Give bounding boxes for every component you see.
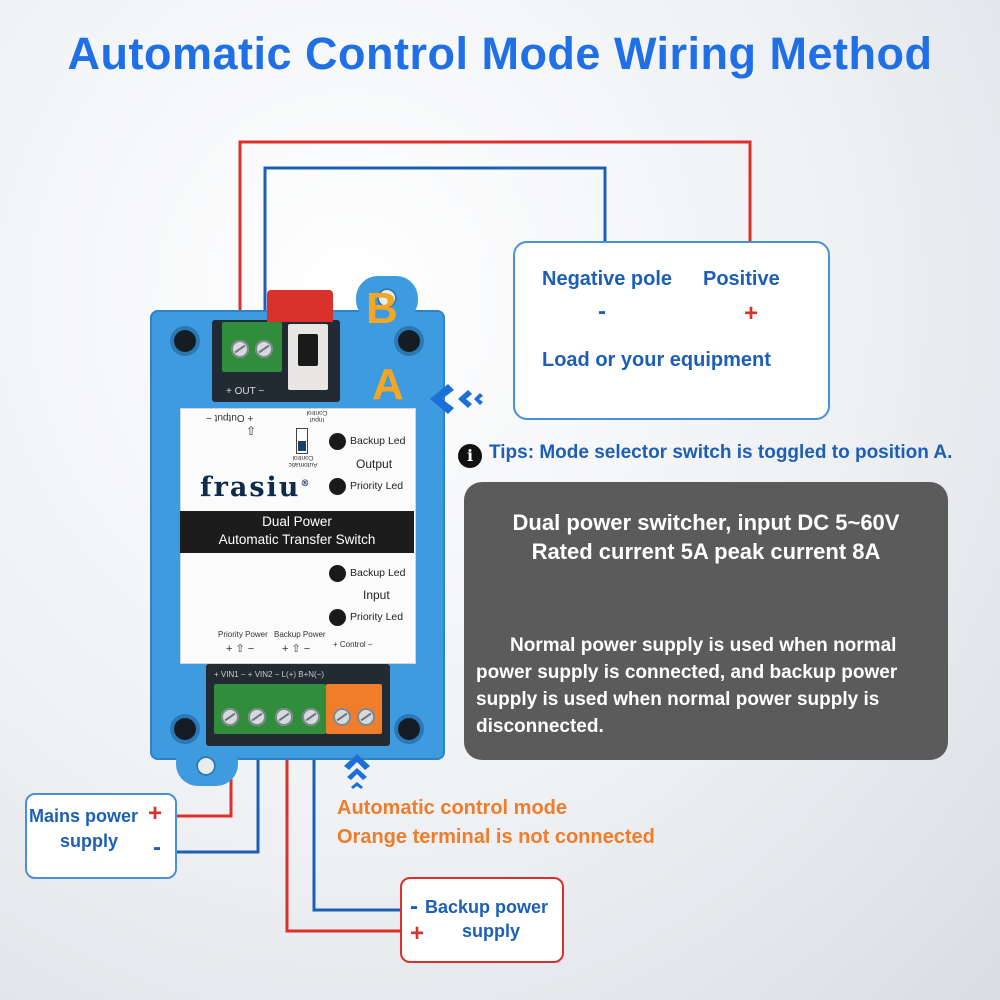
position-b-label: B (366, 284, 398, 333)
page-title: Automatic Control Mode Wiring Method (67, 28, 933, 79)
input-terminal-block[interactable] (214, 684, 326, 734)
mains-minus-sign: - (153, 834, 161, 861)
backup-power-label: Backup Power (274, 630, 326, 639)
control-label: + Control − (333, 640, 373, 649)
mount-hole (196, 756, 216, 776)
backup-label-line1: Backup power (425, 897, 549, 917)
mains-label-line1: Mains power (29, 806, 139, 826)
output-polarity-label: + Output − (206, 412, 254, 423)
backup-polarity: + ⇧ − (282, 643, 311, 655)
switch-diagram (296, 428, 308, 454)
screw-hole (174, 718, 196, 740)
double-chevron-up-icon (344, 754, 370, 789)
negative-sign: - (598, 298, 606, 325)
load-equipment-box (513, 241, 830, 420)
backup-label-line2: supply (462, 921, 521, 941)
screw-hole (398, 330, 420, 352)
backup-power-box (400, 877, 564, 963)
orange-terminal-note: Orange terminal is not connected (337, 826, 655, 848)
positive-sign: + (744, 300, 759, 327)
double-chevron-left-icon (430, 384, 483, 414)
priority-power-label: Priority Power (218, 630, 268, 639)
input-terminal-labels: + VIN1 − + VIN2 − L(+) B+N(−) (214, 670, 325, 679)
output-priority-led-label: Priority Led (350, 480, 404, 492)
switch-label-bottom: Automatic Control (288, 454, 318, 468)
spec-input-voltage: Dual power switcher, input DC 5~60V (512, 510, 900, 535)
brand-logo: frasiu® (200, 472, 310, 503)
product-name-line1: Dual Power (262, 514, 332, 529)
screw-hole (174, 330, 196, 352)
terminal-screw[interactable] (231, 340, 249, 358)
mains-power-box (25, 793, 177, 879)
output-arrow-icon: ⇧ (246, 424, 257, 438)
mount-hole (377, 288, 397, 308)
spec-description: Normal power supply is used when normal … (476, 635, 898, 737)
product-name-band: Dual Power Automatic Transfer Switch (180, 511, 414, 553)
tips-text: Tips: Mode selector switch is toggled to… (489, 442, 953, 463)
spec-current: Rated current 5A peak current 8A (531, 539, 881, 564)
mount-ear-top (356, 276, 418, 322)
control-terminal-block[interactable] (326, 684, 382, 734)
priority-polarity: + ⇧ − (226, 643, 255, 655)
info-icon: i (458, 444, 482, 468)
vin2-positive-screw[interactable] (275, 708, 293, 726)
backup-negative-wire (312, 735, 400, 912)
output-priority-led (329, 478, 346, 495)
output-backup-led-label: Backup Led (350, 435, 406, 447)
switch-lever[interactable] (298, 334, 318, 366)
backup-positive-wire (285, 735, 400, 933)
mode-selector-switch[interactable] (288, 324, 328, 390)
control-negative-screw[interactable] (357, 708, 375, 726)
input-section-label: Input (363, 588, 390, 602)
specs-box: Dual power switcher, input DC 5~60V Rate… (464, 482, 948, 760)
load-label: Load or your equipment (542, 349, 771, 371)
mains-plus-sign: + (148, 800, 163, 827)
backup-plus-sign: + (410, 920, 425, 947)
mains-negative-wire (173, 735, 260, 854)
vin1-positive-screw[interactable] (221, 708, 239, 726)
output-backup-led (329, 433, 346, 450)
input-priority-led (329, 609, 346, 626)
red-clip (267, 290, 333, 322)
vin2-negative-screw[interactable] (302, 708, 320, 726)
negative-pole-label: Negative pole (542, 268, 673, 290)
output-section-label: Output (356, 457, 393, 471)
positive-pole-label: Positive (703, 268, 780, 290)
terminal-screw[interactable] (255, 340, 273, 358)
mains-label-line2: supply (60, 831, 119, 851)
switch-label-top: Input Control (306, 409, 328, 423)
input-priority-led-label: Priority Led (350, 611, 404, 623)
position-a-label: A (372, 360, 404, 409)
output-terminal-block[interactable] (222, 322, 282, 372)
mount-ear-bottom (176, 740, 238, 786)
output-negative-wire (263, 166, 607, 325)
vin1-negative-screw[interactable] (248, 708, 266, 726)
input-backup-led-label: Backup Led (350, 567, 406, 579)
product-name-line2: Automatic Transfer Switch (218, 532, 376, 547)
automatic-mode-note: Automatic control mode (337, 797, 568, 819)
input-backup-led (329, 565, 346, 582)
screw-hole (398, 718, 420, 740)
out-terminal-label: + OUT − (226, 386, 265, 397)
control-positive-screw[interactable] (333, 708, 351, 726)
output-positive-wire (238, 140, 752, 325)
backup-minus-sign: - (410, 893, 418, 920)
